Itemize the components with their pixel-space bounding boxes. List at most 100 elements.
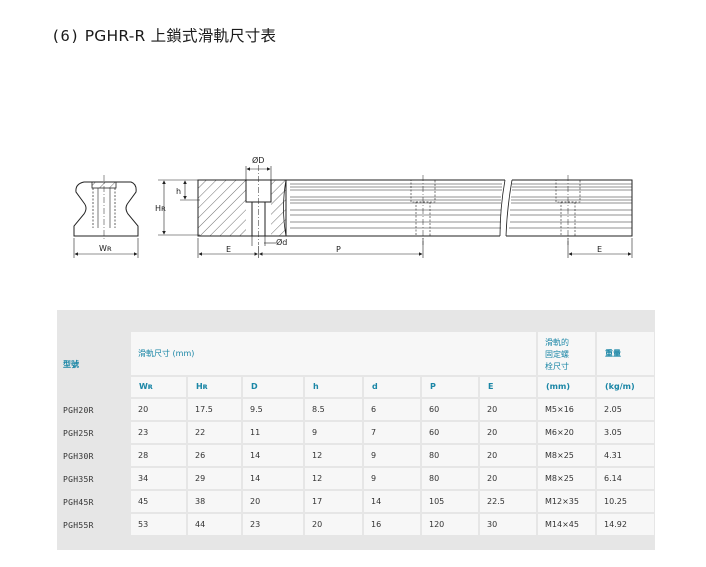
model-name: PGH35R	[63, 475, 94, 484]
data-cell-r3c8	[597, 468, 654, 489]
table-cell: 9	[371, 451, 377, 460]
data-cell-r0c2	[243, 399, 303, 420]
data-cell-r4c3	[305, 491, 362, 512]
subheader-0: Wʀ	[139, 382, 153, 391]
data-cell-r1c2	[243, 422, 303, 443]
subheader-cell-1	[188, 377, 241, 397]
data-cell-r1c5	[422, 422, 478, 443]
data-cell-r0c3	[305, 399, 362, 420]
table-cell: M12×35	[545, 497, 579, 506]
dim-label-p: P	[336, 245, 341, 254]
subheader-8: (kg/m)	[605, 382, 635, 391]
table-cell: 4.31	[604, 451, 622, 460]
table-cell: 9	[371, 474, 377, 483]
data-cell-r4c7	[538, 491, 595, 512]
table-cell: 23	[138, 428, 149, 437]
page-title: (6) PGHR-R 上鎖式滑軌尺寸表	[51, 24, 276, 46]
data-cell-r2c1	[188, 445, 241, 466]
data-cell-r5c5	[422, 514, 478, 535]
table-cell: 29	[195, 474, 206, 483]
header-bolt-size-line3: 栓尺寸	[545, 362, 569, 371]
subheader-cell-0	[131, 377, 186, 397]
model-name: PGH20R	[63, 406, 94, 415]
table-cell: M14×45	[545, 520, 579, 529]
table-cell: 14	[250, 451, 261, 460]
dim-label-phi-big-d: ØD	[252, 155, 264, 165]
data-cell-r4c4	[364, 491, 420, 512]
data-cell-r1c0	[131, 422, 186, 443]
table-cell: 38	[195, 497, 206, 506]
data-cell-r4c6	[480, 491, 536, 512]
header-bolt-size-line2: 固定螺	[545, 350, 569, 359]
table-cell: 23	[250, 520, 261, 529]
model-name: PGH30R	[63, 452, 94, 461]
table-cell: 7	[371, 428, 377, 437]
data-cell-r2c8	[597, 445, 654, 466]
subheader-cell-6	[480, 377, 536, 397]
data-cell-r5c1	[188, 514, 241, 535]
table-cell: 53	[138, 520, 149, 529]
subheader-cell-4	[364, 377, 420, 397]
data-cell-r2c5	[422, 445, 478, 466]
data-cell-r0c0	[131, 399, 186, 420]
data-cell-r1c1	[188, 422, 241, 443]
dim-label-phi-small-d: Ød	[276, 237, 287, 247]
table-cell: 20	[487, 428, 498, 437]
data-cell-r3c7	[538, 468, 595, 489]
table-cell: 17.5	[195, 405, 213, 414]
table-cell: 22	[195, 428, 206, 437]
table-cell: 6.14	[604, 474, 622, 483]
data-cell-r5c2	[243, 514, 303, 535]
table-cell: M8×25	[545, 474, 574, 483]
table-cell: 2.05	[604, 405, 622, 414]
section-title: PGHR-R 上鎖式滑軌尺寸表	[84, 27, 277, 45]
table-cell: M6×20	[545, 428, 574, 437]
subheader-4: d	[372, 382, 378, 391]
data-cell-r1c8	[597, 422, 654, 443]
rail-side-view	[197, 165, 633, 245]
data-cell-r3c5	[422, 468, 478, 489]
header-cell-weight	[597, 332, 654, 375]
table-cell: 14	[250, 474, 261, 483]
table-cell: 14.92	[604, 520, 627, 529]
subheader-1: Hʀ	[196, 382, 208, 391]
table-cell: 12	[312, 451, 323, 460]
table-cell: 14	[371, 497, 382, 506]
table-cell: 120	[429, 520, 445, 529]
table-cell: 10.25	[604, 497, 627, 506]
dim-label-h: h	[176, 187, 181, 196]
height-dimensions	[158, 179, 200, 236]
table-cell: 20	[487, 405, 498, 414]
table-cell: 17	[312, 497, 323, 506]
data-cell-r4c8	[597, 491, 654, 512]
table-cell: 60	[429, 405, 440, 414]
data-cell-r0c5	[422, 399, 478, 420]
subheader-cell-5	[422, 377, 478, 397]
table-cell: 22.5	[487, 497, 505, 506]
data-cell-r3c2	[243, 468, 303, 489]
subheader-6: E	[488, 382, 494, 391]
data-cell-r4c0	[131, 491, 186, 512]
dim-label-e-right: E	[597, 245, 602, 254]
table-cell: 28	[138, 451, 149, 460]
section-number: (6)	[51, 27, 80, 45]
table-cell: 26	[195, 451, 206, 460]
subheader-3: h	[313, 382, 319, 391]
table-cell: 20	[487, 474, 498, 483]
data-cell-r5c4	[364, 514, 420, 535]
dim-label-e-left: E	[226, 245, 231, 254]
table-cell: 8.5	[312, 405, 325, 414]
header-weight: 重量	[605, 349, 621, 358]
dim-label-wr: Wʀ	[99, 244, 112, 253]
subheader-5: P	[430, 382, 436, 391]
pitch-dimensions	[197, 238, 633, 258]
data-cell-r5c0	[131, 514, 186, 535]
rail-cross-section	[73, 175, 139, 258]
data-cell-r3c3	[305, 468, 362, 489]
data-cell-r4c1	[188, 491, 241, 512]
table-cell: M8×25	[545, 451, 574, 460]
model-name: PGH55R	[63, 521, 94, 530]
data-cell-r5c6	[480, 514, 536, 535]
subheader-7: (mm)	[546, 382, 570, 391]
data-cell-r0c6	[480, 399, 536, 420]
